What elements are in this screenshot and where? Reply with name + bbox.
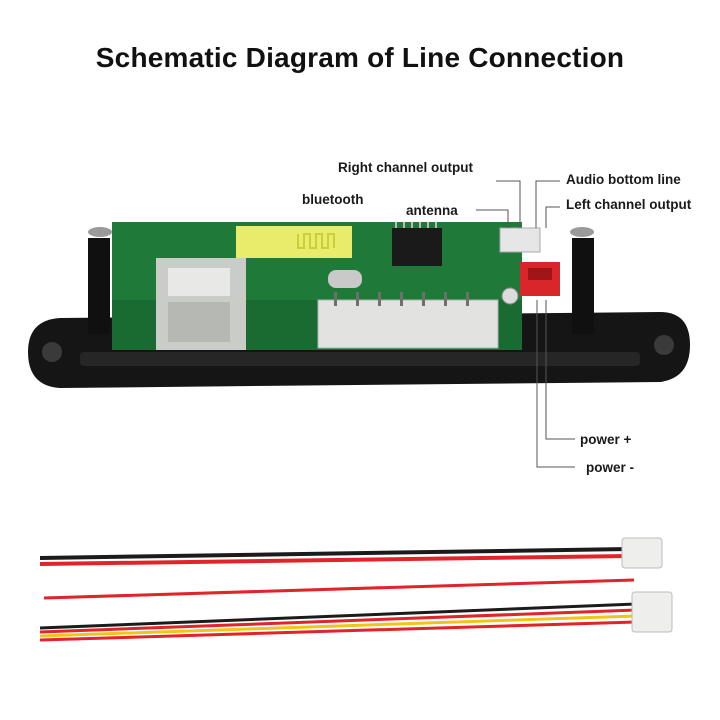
- bluetooth-antenna-trace: [297, 233, 335, 249]
- label-right-channel-output: Right channel output: [338, 160, 473, 175]
- wire-harness-2: [39, 591, 673, 642]
- crystal: [328, 270, 362, 288]
- audio-connector: [499, 227, 541, 253]
- capacitor: [501, 287, 519, 305]
- label-audio-bottom-line: Audio bottom line: [566, 172, 681, 187]
- pin-header: [317, 299, 499, 349]
- standoff-right: [572, 238, 594, 334]
- mount-hole-right: [654, 335, 674, 355]
- label-antenna: antenna: [406, 203, 458, 218]
- diagram-title: Schematic Diagram of Line Connection: [95, 42, 625, 73]
- label-power-minus: power -: [586, 460, 635, 475]
- harness-2-plug: [631, 591, 673, 633]
- harness-1-plug: [621, 537, 663, 569]
- callout-lines: [476, 180, 575, 468]
- leader-antenna: [476, 209, 509, 228]
- ic-chip: [392, 228, 442, 266]
- leader-power-plus: [545, 300, 575, 440]
- wire-harness-1: [39, 537, 663, 600]
- label-left-channel-output: Left channel output: [566, 197, 692, 212]
- mount-hole-left: [42, 342, 62, 362]
- standoff-left: [88, 238, 110, 334]
- leader-audio-bottom: [535, 180, 560, 228]
- leader-power-minus: [536, 300, 575, 468]
- leader-right-channel: [496, 180, 521, 228]
- leader-left-channel: [545, 206, 560, 228]
- screw-right: [570, 227, 594, 237]
- screw-left: [88, 227, 112, 237]
- panel-bevel: [80, 352, 640, 366]
- bluetooth-module: [236, 226, 352, 258]
- label-bluetooth: bluetooth: [302, 192, 364, 207]
- label-power-plus: power +: [580, 432, 632, 447]
